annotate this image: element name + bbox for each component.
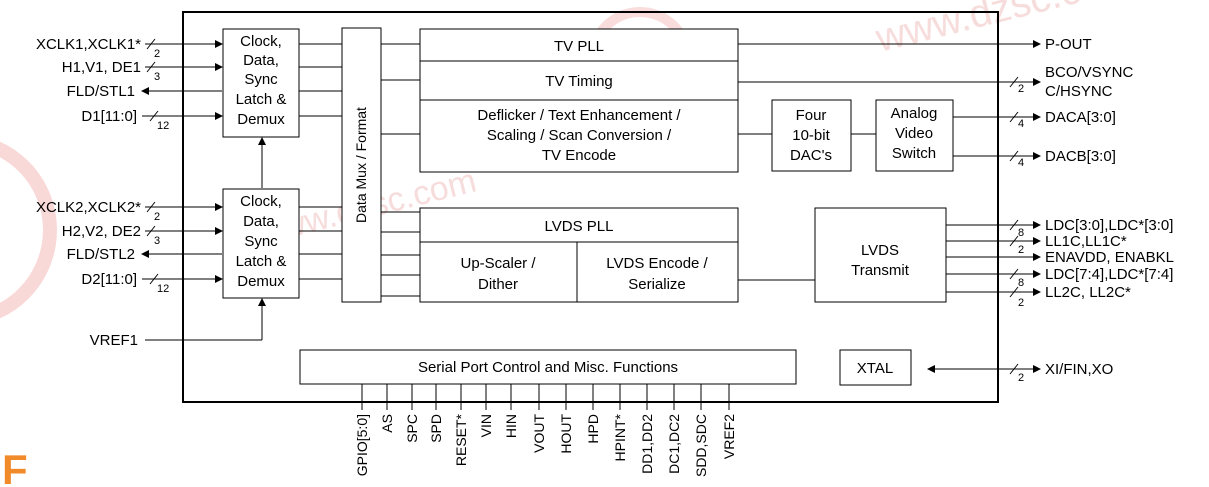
width-ll1c: 2 (1018, 244, 1024, 256)
xtal-block (839, 349, 912, 386)
pin-h1v1: H1,V1, DE1 (62, 59, 141, 76)
tv-encode-label-3: TV Encode (542, 147, 616, 164)
lvds-tx-label-2: Transmit (851, 262, 910, 279)
demux2-label-2: Data, (243, 213, 279, 230)
pin-ll2c: LL2C, LL2C* (1045, 284, 1131, 301)
pin-hin: HIN (503, 414, 519, 438)
width-xclk1: 2 (154, 48, 160, 60)
pin-enavdd: ENAVDD, ENABKL (1045, 249, 1174, 266)
pin-dacb: DACB[3:0] (1045, 148, 1116, 165)
mux-label: Data Mux / Format (353, 107, 369, 223)
pin-fld-stl2: FLD/STL2 (67, 246, 135, 263)
width-daca: 4 (1018, 118, 1024, 130)
pin-vout: VOUT (531, 414, 547, 453)
width-bco: 2 (1018, 83, 1024, 95)
lvds-encode-label-1: LVDS Encode / (606, 255, 708, 272)
pin-spd: SPD (428, 414, 444, 443)
analog-video-switch-block (875, 99, 954, 172)
pin-fld-stl1: FLD/STL1 (67, 83, 135, 100)
analog-label-3: Switch (892, 145, 936, 162)
demux1-label-2: Data, (243, 52, 279, 69)
lvds-transmit-block (814, 207, 947, 303)
width-h2v2: 3 (154, 235, 160, 247)
pin-hout: HOUT (558, 414, 574, 454)
pin-d2: D2[11:0] (81, 271, 137, 288)
pin-as: AS (379, 414, 395, 433)
dac-block (771, 99, 852, 172)
serial-port-block (299, 349, 797, 385)
demux2-label-4: Latch & (236, 253, 287, 270)
demux1-label-5: Demux (237, 111, 285, 128)
demux1-label-1: Clock, (240, 33, 282, 50)
pin-dd1-dd2: DD1,DD2 (639, 414, 655, 474)
width-d2: 12 (157, 283, 169, 295)
tv-encode-label-1: Deflicker / Text Enhancement / (477, 107, 681, 124)
lvds-tx-label-1: LVDS (861, 242, 899, 259)
pin-c-hsync: C/HSYNC (1045, 83, 1113, 100)
demux1-label-4: Latch & (236, 91, 287, 108)
tv-timing-block (419, 60, 739, 101)
pin-sdd-sdc: SDD,SDC (693, 414, 709, 477)
lvds-encode-block (576, 241, 739, 303)
demux-block-2 (222, 188, 300, 299)
pin-d1: D1[11:0] (81, 108, 137, 125)
pin-vin: VIN (478, 414, 494, 437)
dac-label-2: 10-bit (792, 127, 830, 144)
analog-label-2: Video (895, 125, 933, 142)
pin-gpio: GPIO[5:0] (354, 414, 370, 476)
width-h1v1: 3 (154, 71, 160, 83)
demux2-label-5: Demux (237, 273, 285, 290)
width-ldc30: 8 (1018, 227, 1024, 239)
pin-p-out: P-OUT (1045, 36, 1092, 53)
pin-reset: RESET* (453, 413, 469, 466)
pin-vref1: VREF1 (90, 332, 138, 349)
pin-daca: DACA[3:0] (1045, 109, 1116, 126)
pin-vref2: VREF2 (721, 414, 737, 459)
lvds-pll-block (419, 207, 739, 243)
pin-spc: SPC (404, 414, 420, 443)
pin-xclk2: XCLK2,XCLK2* (36, 199, 141, 216)
upscaler-label-2: Dither (478, 276, 518, 293)
logo-mark: F (2, 446, 28, 487)
pin-dc1-dc2: DC1,DC2 (666, 414, 682, 474)
demux1-label-3: Sync (244, 71, 278, 88)
watermark-seal-left (0, 141, 57, 319)
demux-block-1 (222, 28, 300, 138)
pin-ll1c: LL1C,LL1C* (1045, 233, 1127, 250)
watermark-url-top: www.dzsc.com (871, 0, 1139, 61)
upscaler-label-1: Up-Scaler / (460, 255, 536, 272)
pin-h2v2: H2,V2, DE2 (62, 223, 141, 240)
pin-xclk1: XCLK1,XCLK1* (36, 36, 141, 53)
upscaler-block (419, 241, 578, 303)
width-d1: 12 (157, 120, 169, 132)
demux2-label-3: Sync (244, 233, 278, 250)
pin-hpint: HPINT* (612, 413, 628, 461)
pin-xi-fin-xo: XI/FIN,XO (1045, 361, 1113, 378)
pin-hpd: HPD (585, 414, 601, 444)
width-xclk2: 2 (154, 211, 160, 223)
analog-label-1: Analog (891, 105, 938, 122)
pin-ldc74: LDC[7:4],LDC*[7:4] (1045, 266, 1173, 283)
xtal-label: XTAL (857, 360, 893, 377)
lvds-encode-label-2: Serialize (628, 276, 686, 293)
tv-pll-label: TV PLL (554, 38, 604, 55)
width-xi: 2 (1018, 372, 1024, 384)
demux2-label-1: Clock, (240, 193, 282, 210)
serial-port-label: Serial Port Control and Misc. Functions (418, 359, 678, 376)
pin-ldc30: LDC[3:0],LDC*[3:0] (1045, 217, 1173, 234)
lvds-pll-label: LVDS PLL (545, 218, 614, 235)
tv-encode-label-2: Scaling / Scan Conversion / (487, 127, 672, 144)
tv-timing-label: TV Timing (545, 73, 613, 90)
width-dacb: 4 (1018, 157, 1024, 169)
pin-bco-vsync: BCO/VSYNC (1045, 64, 1134, 81)
data-mux-format-block (341, 27, 382, 303)
dac-label-3: DAC's (790, 147, 832, 164)
dac-label-1: Four (796, 107, 827, 124)
tv-encode-block (419, 99, 739, 173)
width-ldc74: 8 (1018, 277, 1024, 289)
width-ll2c: 2 (1018, 297, 1024, 309)
tv-pll-block (419, 28, 739, 62)
